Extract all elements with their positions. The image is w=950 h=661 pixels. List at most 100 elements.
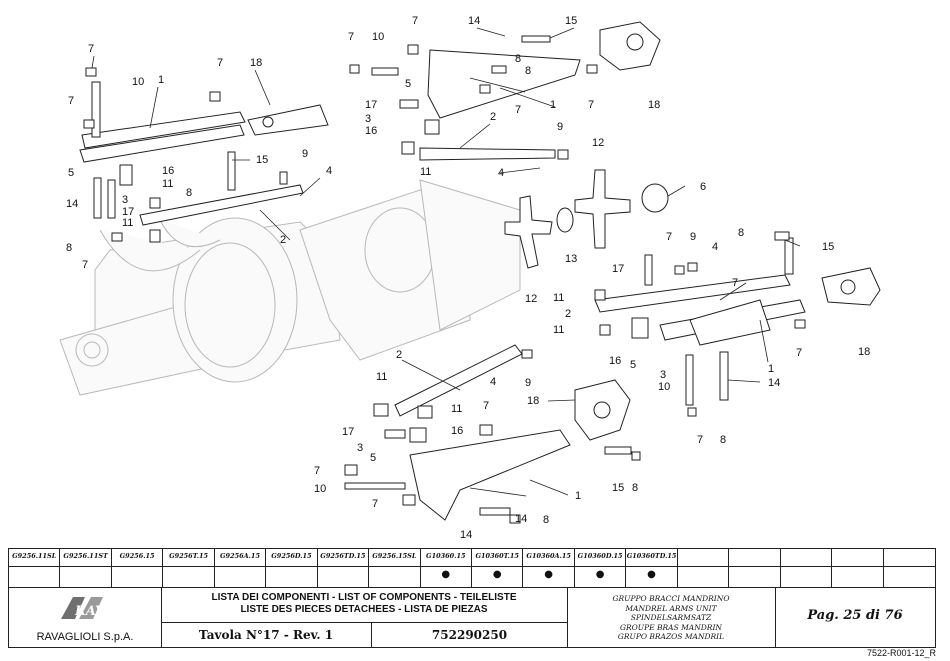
code-cell: G10360TD.15● [626, 549, 678, 587]
code-cell [729, 549, 781, 587]
callout: 14 [66, 198, 78, 210]
callout: 10 [372, 31, 384, 43]
code-cell: G9256.11SL [9, 549, 61, 587]
applicability-mark: ● [544, 569, 554, 580]
callout: 17 [122, 206, 134, 218]
callout: 5 [630, 359, 636, 371]
leader-lines [91, 27, 801, 497]
page-box: Pag. 25 di 76 [775, 588, 935, 647]
tavola-row: Tavola N°17 - Rev. 1 752290250 [161, 622, 567, 647]
applicability-mark: ● [595, 569, 605, 580]
callout: 9 [525, 377, 531, 389]
callout: 18 [648, 99, 660, 111]
model-code: G10360.15 [426, 552, 466, 560]
callout: 10 [658, 381, 670, 393]
callout: 17 [612, 263, 624, 275]
callout: 4 [712, 241, 718, 253]
callout: 7 [483, 400, 489, 412]
callout: 8 [515, 53, 521, 65]
callout: 1 [575, 490, 581, 502]
callout: 8 [720, 434, 726, 446]
callout: 7 [588, 99, 594, 111]
title-block: RAV RAVAGLIOLI S.p.A. LISTA DEI COMPONEN… [8, 588, 936, 648]
model-code: G10360T.15 [475, 552, 519, 560]
group-name-en: MANDREL ARMS UNIT [625, 603, 717, 613]
callout: 15 [612, 482, 624, 494]
title-line-1: LISTA DEI COMPONENTI - LIST OF COMPONENT… [211, 592, 517, 603]
callout: 6 [700, 181, 706, 193]
callout: 7 [666, 231, 672, 243]
callout: 7 [412, 15, 418, 27]
group-name-box: GRUPPO BRACCI MANDRINO MANDREL ARMS UNIT… [567, 588, 776, 647]
callout: 16 [365, 125, 377, 137]
code-cell: G10360D.15 ● [574, 549, 627, 587]
model-code: G9256.15 [119, 552, 155, 560]
callout: 10 [314, 483, 326, 495]
callout: 8 [543, 514, 549, 526]
applicability-mark: ● [647, 569, 656, 580]
code-cell: G9256.11ST [60, 549, 112, 587]
callout: 8 [186, 187, 192, 199]
callout: 18 [527, 395, 539, 407]
callout: 8 [525, 65, 531, 77]
callout: 17 [342, 426, 354, 438]
model-code: G9256TD.15 [320, 552, 366, 560]
callout: 8 [738, 227, 744, 239]
callout: 4 [490, 376, 496, 388]
callout: 7 [88, 43, 94, 55]
callout: 8 [632, 482, 638, 494]
callout: 1 [550, 99, 556, 111]
model-code: G10360D.15 [577, 552, 623, 560]
callout: 10 [132, 76, 144, 88]
document-reference: 7522-R001-12_R [866, 648, 936, 658]
callout: 7 [372, 498, 378, 510]
callout: 7 [217, 57, 223, 69]
callout: 11 [376, 371, 387, 383]
tavola-number: Tavola N°17 - Rev. 1 [161, 623, 372, 647]
callout: 5 [370, 452, 376, 464]
arm-assembly-upper-middle [349, 21, 661, 161]
callout: 1 [768, 363, 774, 375]
title-line-2: LISTE DES PIECES DETACHEES - LISTA DE PI… [240, 604, 488, 615]
callout: 2 [565, 308, 571, 320]
callout: 15 [822, 241, 834, 253]
model-code: G9256.11SL [12, 552, 57, 560]
arm-assembly-lower [344, 344, 641, 524]
machine-body-ghost [59, 179, 521, 396]
code-cell: G10360.15 ● [420, 549, 472, 587]
code-cell: G10360A.15 ● [523, 549, 575, 587]
callout: 11 [122, 217, 133, 229]
callout: 9 [690, 231, 696, 243]
title-lines: LISTA DEI COMPONENTI - LIST OF COMPONENT… [161, 592, 567, 616]
code-cell: G9256A.15 [214, 549, 267, 587]
callout: 14 [768, 377, 780, 389]
callout: 1 [158, 74, 164, 86]
callout: 7 [697, 434, 703, 446]
callout-labels: 7 10 1 7 18 7 5 16 15 11 3 8 17 11 14 9 … [66, 15, 870, 540]
title-box: LISTA DEI COMPONENTI - LIST OF COMPONENT… [161, 588, 568, 647]
callout: 9 [302, 148, 308, 160]
model-code: G10360A.15 [526, 552, 571, 560]
code-cell: G9256.15 [111, 549, 164, 587]
callout: 16 [162, 165, 174, 177]
callout: 11 [420, 166, 431, 178]
applicability-mark: ● [492, 569, 502, 580]
model-code: G9256T.15 [169, 552, 209, 560]
callout: 7 [732, 277, 738, 289]
page-number: Pag. 25 di 76 [807, 608, 903, 623]
code-cell: G9256TD.15 [317, 549, 370, 587]
arm-assembly-right [594, 231, 881, 417]
code-cell [677, 549, 730, 587]
code-cell [883, 549, 935, 587]
exploded-parts-drawing: 7 10 1 7 18 7 5 16 15 11 3 8 17 11 14 9 … [59, 15, 881, 540]
callout: 3 [660, 369, 666, 381]
callout: 16 [609, 355, 621, 367]
callout: 7 [515, 104, 521, 116]
group-name-fr: GROUPE BRAS MANDRIN [620, 622, 722, 632]
applicability-mark: ● [441, 569, 451, 580]
callout: 7 [314, 465, 320, 477]
code-cell [780, 549, 833, 587]
company-name: RAVAGLIOLI S.p.A. [36, 631, 134, 643]
callout: 3 [357, 442, 363, 454]
group-name-de: SPINDELSARMSATZ [630, 613, 712, 622]
